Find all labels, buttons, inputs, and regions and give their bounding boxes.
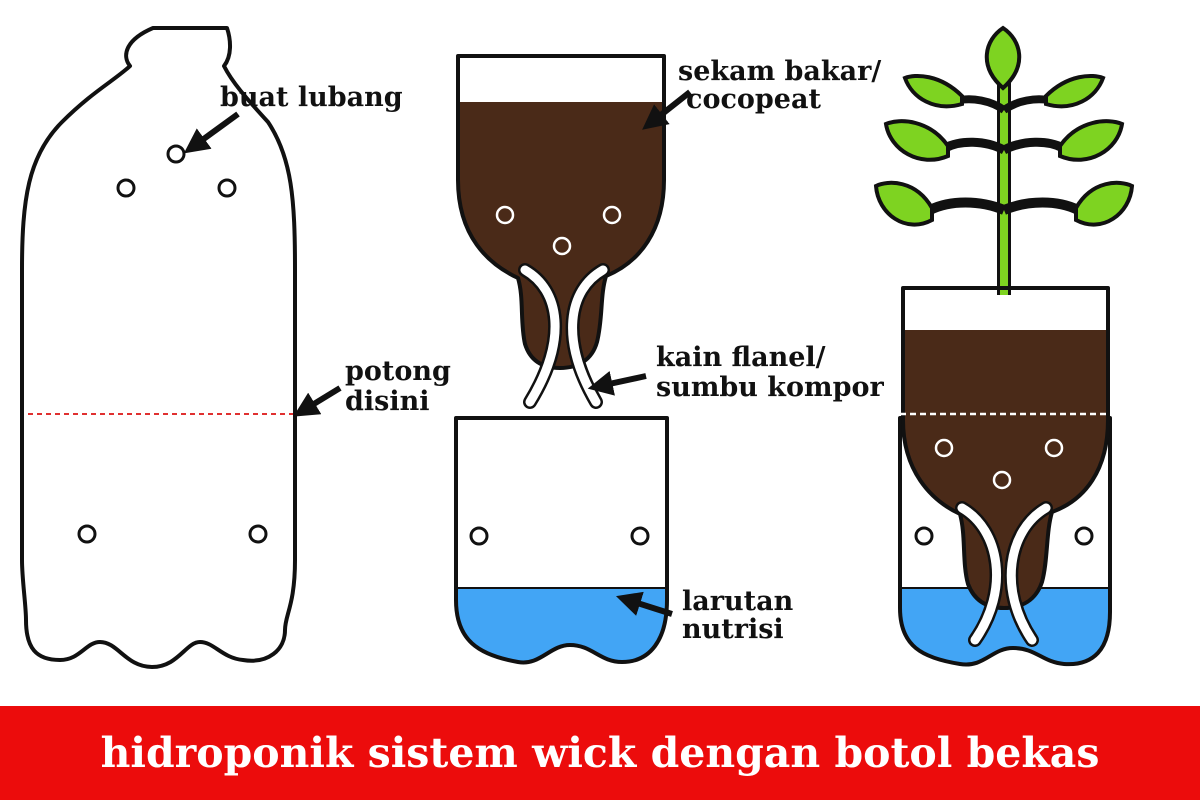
assembled-bottle <box>898 286 1112 667</box>
top-part-outline <box>456 54 666 370</box>
banner-title: hidroponik sistem wick dengan botol beka… <box>100 729 1100 777</box>
plant <box>873 25 1135 295</box>
hole <box>469 526 489 546</box>
arrow-sekam <box>642 89 692 130</box>
wick <box>955 501 1053 647</box>
label-larutan: larutan <box>682 586 794 617</box>
hole <box>602 205 622 225</box>
wick <box>518 263 610 409</box>
arrow-potong <box>293 385 342 417</box>
bottom-part-outline <box>454 416 669 665</box>
hole <box>495 205 515 225</box>
leaf <box>873 25 1135 227</box>
title-banner: hidroponik sistem wick dengan botol beka… <box>0 706 1200 800</box>
planter-outline <box>901 286 1110 610</box>
hole <box>1044 438 1064 458</box>
label-buat-lubang: buat lubang <box>220 82 403 113</box>
label-disini: disini <box>345 386 429 417</box>
soil <box>903 330 1108 608</box>
hole <box>992 470 1012 490</box>
label-nutrisi: nutrisi <box>682 614 784 645</box>
top-part <box>456 54 666 409</box>
label-cocopeat: cocopeat <box>686 84 821 115</box>
hole <box>630 526 650 546</box>
hole <box>914 526 934 546</box>
hole <box>934 438 954 458</box>
hole <box>1074 526 1094 546</box>
hole <box>77 524 97 544</box>
arrow-larutan <box>615 591 673 617</box>
label-kain-flanel: kain flanel/ <box>656 342 826 373</box>
hole <box>116 178 136 198</box>
label-potong: potong <box>345 356 451 387</box>
bottle-outline <box>20 26 297 669</box>
hole <box>552 236 572 256</box>
arrow-kain <box>587 371 647 396</box>
hole <box>166 144 186 164</box>
whole-bottle <box>20 26 297 669</box>
arrow-buat-lubang <box>183 111 240 154</box>
reservoir-outline <box>898 416 1112 667</box>
hole <box>248 524 268 544</box>
hole <box>217 178 237 198</box>
label-sekam: sekam bakar/ <box>678 56 881 87</box>
label-sumbu-kompor: sumbu kompor <box>656 372 884 403</box>
soil <box>458 102 664 368</box>
bottom-part <box>454 416 669 665</box>
